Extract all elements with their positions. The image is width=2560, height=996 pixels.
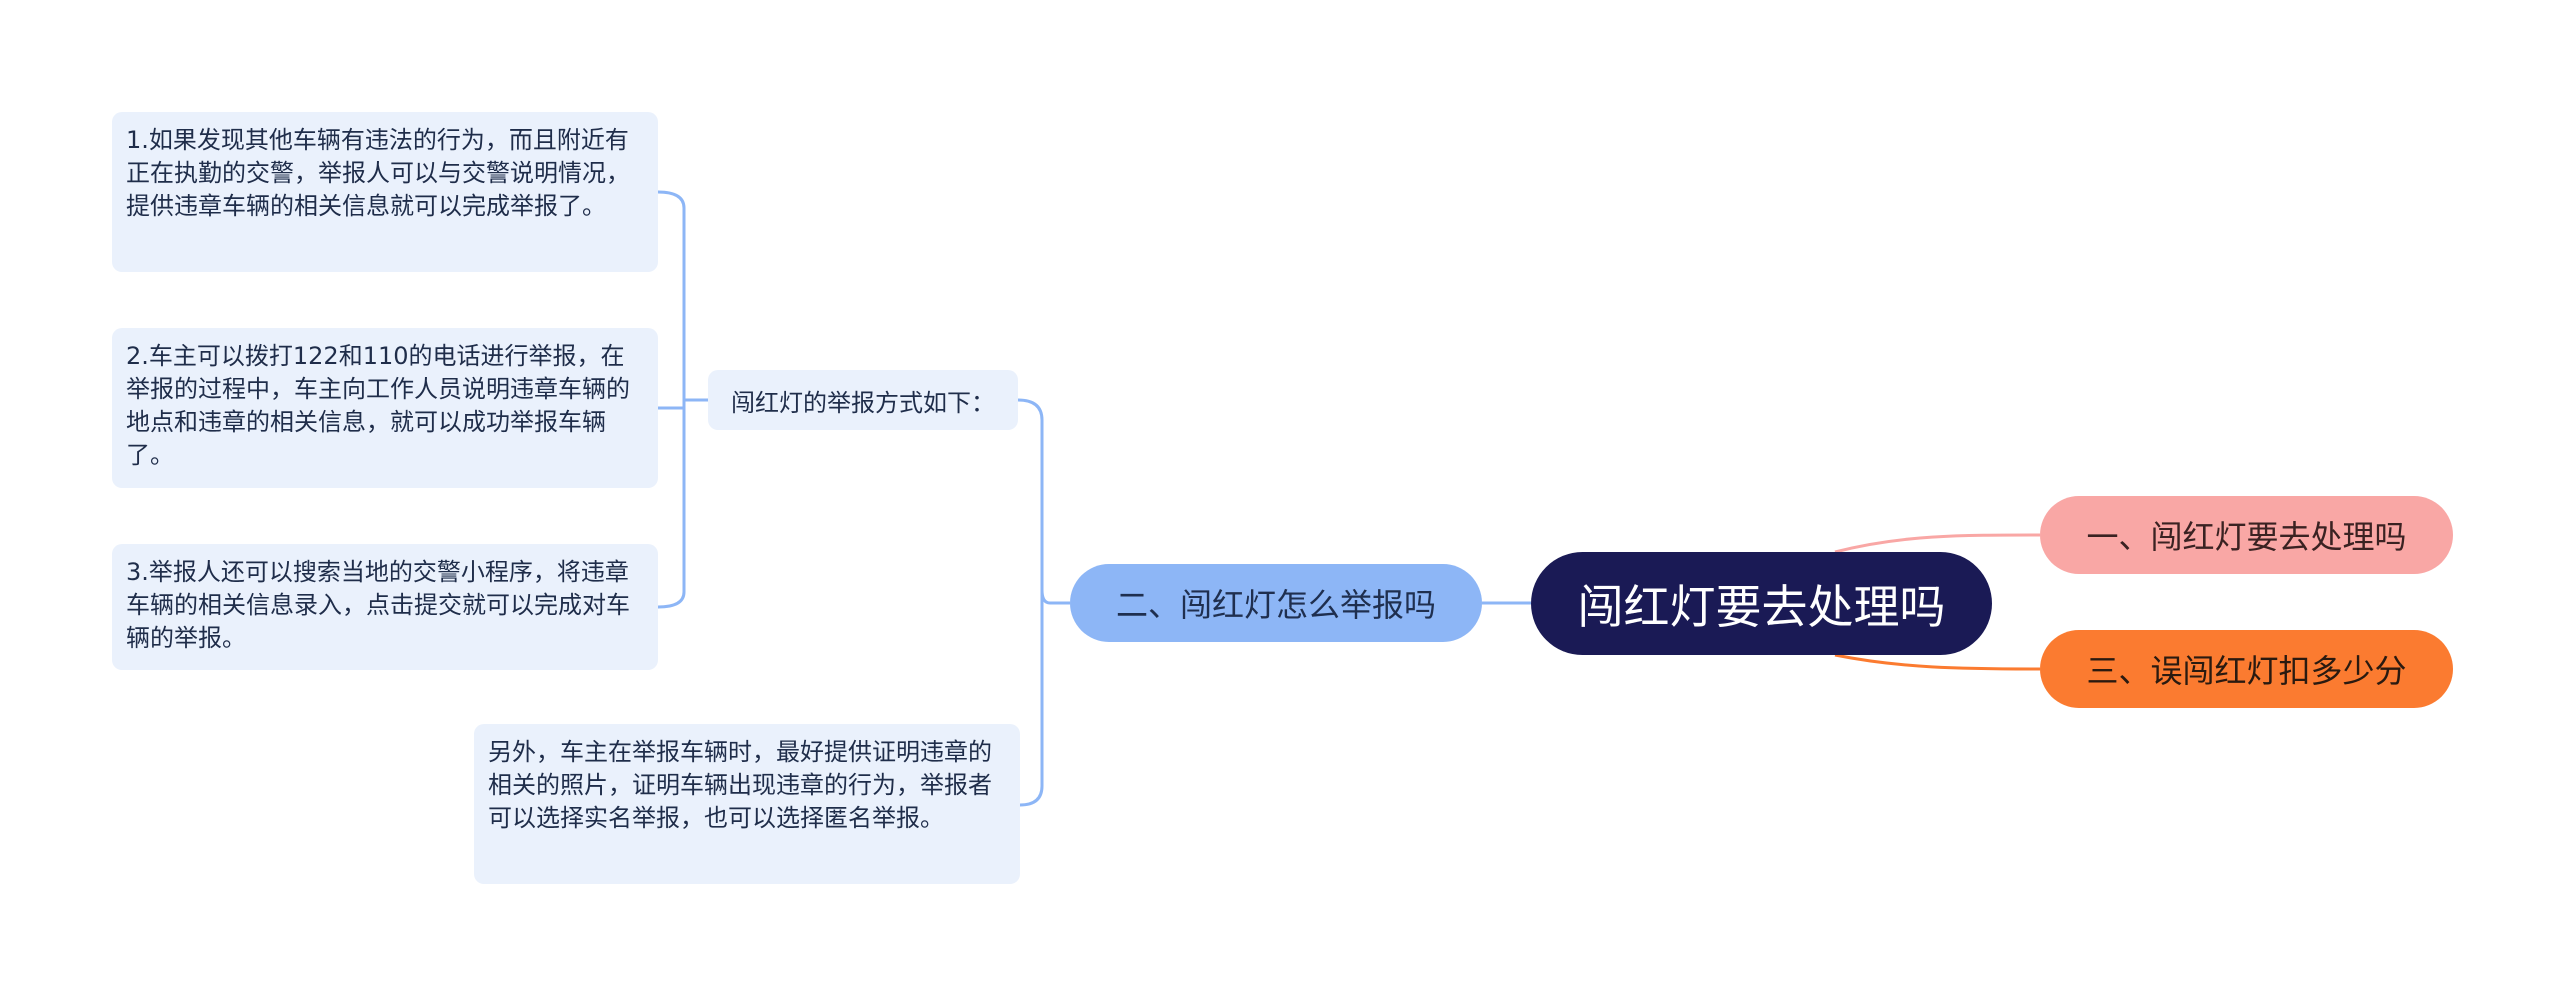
connector-leaf-1 [657,190,686,400]
connector-root-to-branch-1 [1834,533,2041,554]
connector-branch-2-to-subtopic [1017,398,1070,605]
branch-1-topic[interactable]: 一、闯红灯要去处理吗 [2040,496,2453,574]
root-topic[interactable]: 闯红灯要去处理吗 [1531,552,1992,655]
connector-leaf-3 [657,400,686,609]
branch-2-topic[interactable]: 二、闯红灯怎么举报吗 [1070,564,1482,642]
connector-root-to-branch-3 [1834,653,2041,671]
branch-3-topic[interactable]: 三、误闯红灯扣多少分 [2040,630,2453,708]
leaf-topic-4[interactable]: 另外，车主在举报车辆时，最好提供证明违章的相关的照片，证明车辆出现违章的行为，举… [474,724,1020,884]
connector-branch-2-to-leaf-4 [1019,590,1044,807]
leaf-topic-2[interactable]: 2.车主可以拨打122和110的电话进行举报，在举报的过程中，车主向工作人员说明… [112,328,658,488]
subtopic-reporting-methods[interactable]: 闯红灯的举报方式如下： [708,370,1018,430]
connector-leaf-2 [658,400,686,410]
leaf-topic-3[interactable]: 3.举报人还可以搜索当地的交警小程序，将违章车辆的相关信息录入，点击提交就可以完… [112,544,658,670]
leaf-topic-1[interactable]: 1.如果发现其他车辆有违法的行为，而且附近有正在执勤的交警，举报人可以与交警说明… [112,112,658,272]
